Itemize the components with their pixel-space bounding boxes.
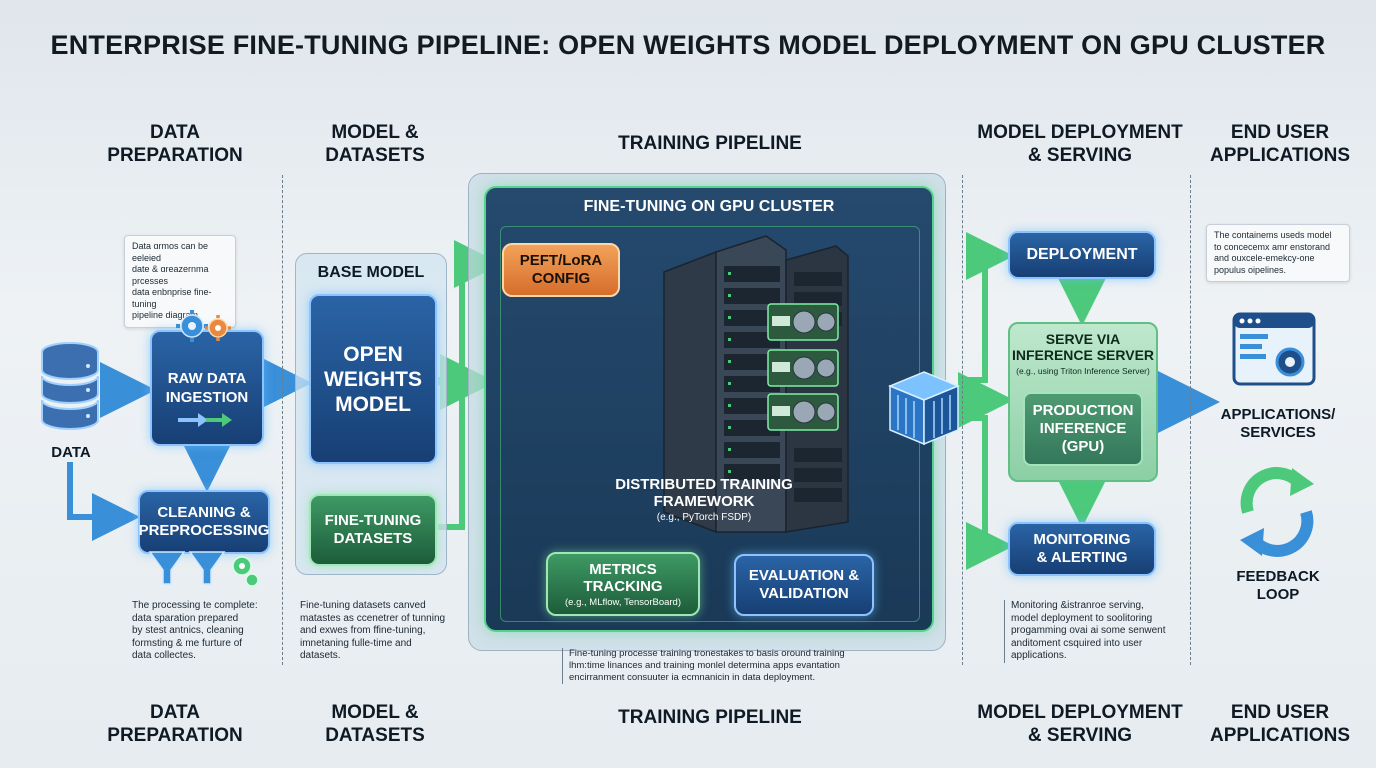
open-weights-model-box: OPEN WEIGHTS MODEL xyxy=(309,294,437,464)
training-note: Fine-tuning processe training tronestake… xyxy=(562,648,912,684)
production-inference-label: PRODUCTION INFERENCE (GPU) xyxy=(1032,402,1134,455)
distributed-framework-sub: (e.g., PyTorch FSDP) xyxy=(656,512,752,523)
arrow-data-to-cleaning xyxy=(67,462,140,541)
col-foot-end-user: END USER APPLICATIONS xyxy=(1209,702,1351,746)
peft-lora-config-box: PEFT/LoRA CONFIG xyxy=(502,243,620,297)
deployment-label: DEPLOYMENT xyxy=(1026,246,1138,263)
feedback-loop-label: FEEDBACK LOOP xyxy=(1236,568,1320,603)
deployment-note: Monitoring &istranroe serving, model dep… xyxy=(1004,600,1180,663)
page-title: ENTERPRISE FINE-TUNING PIPELINE: OPEN WE… xyxy=(50,30,1326,60)
distributed-framework-label: DISTRIBUTED TRAINING FRAMEWORK xyxy=(615,476,793,510)
monitoring-alerting-box: MONITORING & ALERTING xyxy=(1008,522,1156,576)
col-foot-deployment: MODEL DEPLOYMENT & SERVING xyxy=(977,702,1183,746)
metrics-tracking-label: METRICS TRACKING xyxy=(583,560,663,595)
end-user-note: The containems useds model to concecemx … xyxy=(1206,224,1350,282)
col-head-deployment: MODEL DEPLOYMENT & SERVING xyxy=(977,122,1183,166)
model-datasets-note: Fine-tuning datasets canved matastes as … xyxy=(300,600,446,661)
col-head-end-user: END USER APPLICATIONS xyxy=(1209,122,1351,166)
raw-data-ingestion-box: RAW DATA INGESTION xyxy=(150,330,264,446)
divider xyxy=(962,175,963,665)
col-foot-training: TRAINING PIPELINE xyxy=(618,707,802,728)
serve-via-label: SERVE VIA INFERENCE SERVER xyxy=(1011,331,1155,363)
gear-icon xyxy=(172,306,242,346)
database-icon xyxy=(38,340,102,436)
divider xyxy=(282,175,283,665)
fine-tuning-datasets-label: FINE-TUNING DATASETS xyxy=(324,512,422,547)
col-head-model-datasets: MODEL & DATASETS xyxy=(325,122,425,166)
col-foot-model-datasets: MODEL & DATASETS xyxy=(325,702,425,746)
gpu-card-icon xyxy=(766,302,840,432)
container-cube-icon xyxy=(886,368,962,448)
funnel-icon xyxy=(146,548,262,590)
raw-data-ingestion-label: RAW DATA INGESTION xyxy=(165,370,249,406)
metrics-tracking-sub: (e.g., MLflow, TensorBoard) xyxy=(565,596,681,608)
forward-arrows-icon xyxy=(176,410,236,430)
arrow-container-to-monitoring xyxy=(960,415,1014,570)
col-head-training: TRAINING PIPELINE xyxy=(618,133,802,154)
deployment-box: DEPLOYMENT xyxy=(1008,231,1156,279)
open-weights-model-label: OPEN WEIGHTS MODEL xyxy=(324,342,422,416)
serve-via-sub: (e.g., using Triton Inference Server) xyxy=(1016,366,1150,376)
data-label: DATA xyxy=(51,444,91,461)
evaluation-validation-box: EVALUATION & VALIDATION xyxy=(734,554,874,616)
evaluation-validation-label: EVALUATION & VALIDATION xyxy=(748,567,860,602)
fine-tuning-datasets-box: FINE-TUNING DATASETS xyxy=(309,494,437,566)
applications-label: APPLICATIONS/ SERVICES xyxy=(1220,406,1336,441)
arrow-container-to-deployment xyxy=(960,232,1014,383)
production-inference-box: PRODUCTION INFERENCE (GPU) xyxy=(1023,392,1143,466)
cleaning-preprocessing-label: CLEANING & PREPROCESSING xyxy=(138,504,270,539)
col-head-data-prep: DATA PREPARATION xyxy=(107,122,243,166)
monitoring-alerting-label: MONITORING & ALERTING xyxy=(1033,531,1131,566)
col-foot-data-prep: DATA PREPARATION xyxy=(107,702,243,746)
cluster-title: FINE-TUNING ON GPU CLUSTER xyxy=(583,198,835,215)
data-prep-bottom-note: The processing te complete: data sparati… xyxy=(132,600,258,661)
cleaning-preprocessing-box: CLEANING & PREPROCESSING xyxy=(138,490,270,554)
metrics-tracking-box: METRICS TRACKING (e.g., MLflow, TensorBo… xyxy=(546,552,700,616)
data-prep-note: Data ɑrmos can be eeleied date & ɑreazer… xyxy=(124,235,236,328)
peft-lora-config-label: PEFT/LoRA CONFIG xyxy=(519,252,603,287)
divider xyxy=(1190,175,1191,665)
base-model-heading: BASE MODEL xyxy=(317,264,425,281)
refresh-cycle-icon xyxy=(1236,462,1318,562)
browser-window-icon xyxy=(1232,312,1316,386)
